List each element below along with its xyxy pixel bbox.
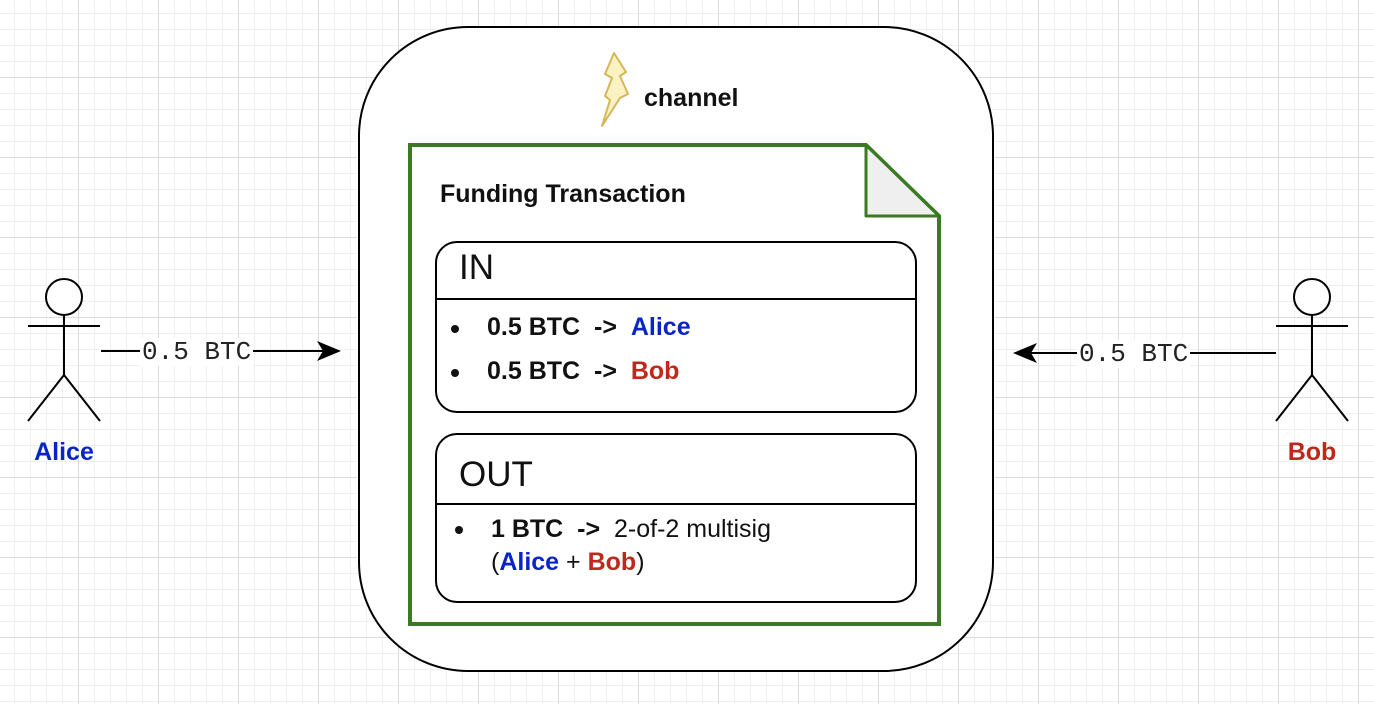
output-arrow: ->: [577, 515, 601, 543]
input-item: 0.5 BTC -> Bob: [451, 356, 915, 400]
output-description: 2-of-2 multisig: [613, 515, 771, 543]
channel-label: channel: [644, 84, 739, 112]
input-owner-alice: Alice: [630, 313, 691, 341]
outputs-panel: OUT 1 BTC -> 2-of-2 multisig (Alice + Bo…: [435, 433, 917, 603]
lightning-bolt-icon: [601, 52, 629, 127]
inputs-panel: IN 0.5 BTC -> Alice 0.5 BTC -> Bob: [435, 241, 917, 413]
output-party-alice: Alice: [499, 548, 560, 576]
bob-label: Bob: [1287, 438, 1337, 466]
input-arrow: ->: [594, 313, 617, 341]
alice-figure-icon: [27, 278, 101, 422]
input-owner-bob: Bob: [630, 357, 680, 385]
input-amount: 0.5 BTC: [487, 357, 581, 385]
inputs-header: IN: [437, 243, 915, 300]
output-open-paren: (: [491, 548, 500, 576]
input-arrow: ->: [594, 357, 617, 385]
output-plus: +: [566, 548, 581, 576]
funding-transaction-title: Funding Transaction: [440, 180, 686, 208]
alice-label: Alice: [34, 438, 94, 466]
outputs-list: 1 BTC -> 2-of-2 multisig (Alice + Bob): [437, 505, 915, 579]
alice-amount-label: 0.5 BTC: [140, 337, 254, 367]
bob-amount-label: 0.5 BTC: [1077, 339, 1191, 369]
output-close-paren: ): [636, 548, 645, 576]
outputs-header: OUT: [437, 435, 915, 505]
output-item: 1 BTC -> 2-of-2 multisig (Alice + Bob): [455, 513, 915, 579]
input-amount: 0.5 BTC: [487, 313, 581, 341]
inputs-list: 0.5 BTC -> Alice 0.5 BTC -> Bob: [437, 300, 915, 400]
output-party-bob: Bob: [587, 548, 637, 576]
output-amount: 1 BTC: [491, 515, 564, 543]
input-item: 0.5 BTC -> Alice: [451, 312, 915, 356]
bob-figure-icon: [1275, 278, 1349, 422]
